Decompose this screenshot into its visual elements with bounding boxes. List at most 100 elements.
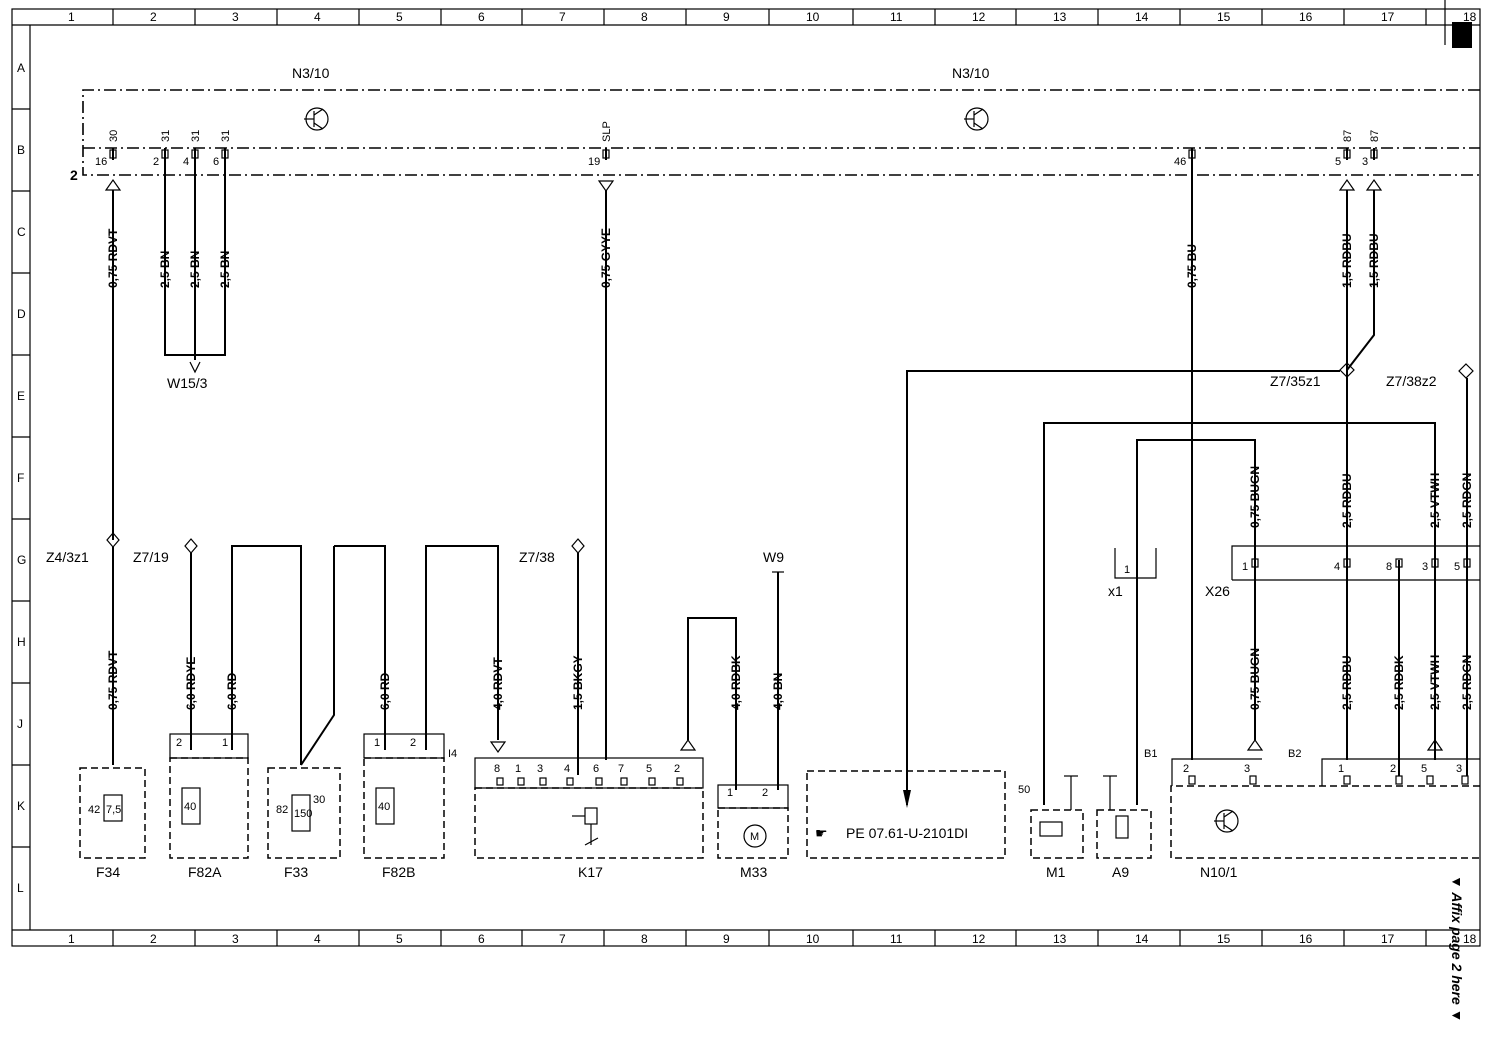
splice-label-w15-3: W15/3 [167, 375, 208, 391]
n10-1-pin: 3 [1456, 763, 1462, 775]
wire-label: 2,5 BN [218, 251, 232, 288]
grid-column-label: 5 [396, 932, 403, 946]
grid-row-label: F [17, 471, 24, 485]
k17-pin-socket [566, 777, 574, 786]
grid-row-label: B [17, 143, 25, 157]
splice-diamond-icon [1339, 362, 1355, 378]
bus-pin-number: 6 [213, 156, 219, 168]
bus-pin-number: 5 [1335, 156, 1341, 168]
pe-reference: PE 07.61-U-2101DI [846, 825, 968, 841]
grid-row-label: E [17, 389, 25, 403]
f82b-rating: 40 [378, 801, 390, 813]
grid-column-label: 5 [396, 10, 403, 24]
f82b-pin: 1 [374, 737, 380, 749]
grid-row-label: A [17, 61, 25, 75]
splice-diamond-icon [1458, 363, 1474, 379]
grid-column-label: 4 [314, 10, 321, 24]
f82b-tag: I4 [448, 748, 457, 760]
wire-label: 0,75 BU [1185, 244, 1199, 288]
f82a-label: F82A [188, 864, 222, 880]
k17-pin-socket [595, 777, 603, 786]
f34-terminal: 42 [88, 804, 100, 816]
k17-pin: 5 [646, 763, 652, 775]
x26-pin [1463, 558, 1471, 568]
k17-pin: 4 [564, 763, 570, 775]
splice-diamond-icon [571, 538, 585, 554]
bus-marker: 2 [70, 167, 78, 183]
bus-pin-number: 2 [153, 156, 159, 168]
relay-icon [572, 807, 599, 846]
bus-pin-number: 19 [588, 156, 600, 168]
wire-label: 1,5 RDBU [1340, 233, 1354, 288]
grid-column-label: 18 [1463, 10, 1477, 24]
grid-row-label: C [17, 225, 26, 239]
splice-label-w9: W9 [763, 549, 784, 565]
grid-labels: 1122334455667788991010111112121313141415… [17, 10, 1477, 946]
bus-pin-label: 30 [108, 130, 120, 142]
x26-label: X26 [1205, 583, 1230, 599]
grid-column-label: 7 [559, 932, 566, 946]
f33-terminal: 82 [276, 804, 288, 816]
bus-pin-label: 31 [160, 130, 172, 142]
module-label-right: N3/10 [952, 65, 990, 81]
bus-arrows [104, 178, 1383, 193]
grid-frame [11, 0, 1481, 947]
x26-pin-number: 4 [1334, 561, 1340, 573]
grid-column-label: 10 [806, 10, 820, 24]
k17-pin-socket [648, 777, 656, 786]
grid-column-label: 12 [972, 932, 986, 946]
grid-column-label: 6 [478, 932, 485, 946]
grid-row-label: K [17, 799, 25, 813]
splices: W15/3 Z4/3z1 Z7/19 Z7/38 Z7/35z1 Z7/38z2… [46, 362, 1474, 565]
n10-1-pin-socket [1395, 775, 1403, 785]
k17-pin: 3 [537, 763, 543, 775]
svg-text:M: M [750, 831, 759, 843]
grid-column-label: 8 [641, 10, 648, 24]
k17-pin: 6 [593, 763, 599, 775]
grid-column-label: 10 [806, 932, 820, 946]
k17-pin-socket [517, 777, 525, 786]
affix-note: ▼ Affix page 2 here ▼ [1449, 875, 1465, 1023]
k17-pin: 7 [618, 763, 624, 775]
a9-label: A9 [1112, 864, 1129, 880]
grid-column-label: 1 [68, 10, 75, 24]
grid-column-label: 3 [232, 10, 239, 24]
k17-pin-socket [620, 777, 628, 786]
bus-pin-label: 87 [1342, 130, 1354, 142]
grid-row-label: J [17, 717, 23, 731]
splice-label-z7-38: Z7/38 [519, 549, 555, 565]
f82a-rating: 40 [184, 801, 196, 813]
transistor-icon [1214, 809, 1239, 833]
n10-1-pin-socket [1249, 775, 1257, 785]
wire-label: 2,5 BN [188, 251, 202, 288]
n10-1-pin: 3 [1244, 763, 1250, 775]
grid-column-label: 14 [1135, 10, 1149, 24]
n10-1-pin-socket [1461, 775, 1469, 785]
grid-column-label: 9 [723, 10, 730, 24]
x26-pin [1251, 558, 1259, 568]
grid-row-label: L [17, 881, 24, 895]
x26-pin-number: 3 [1422, 561, 1428, 573]
n10-1-pin: 2 [1183, 763, 1189, 775]
m1-pin: 50 [1018, 784, 1030, 796]
grid-column-label: 1 [68, 932, 75, 946]
f34-label: F34 [96, 864, 120, 880]
motor-icon [743, 824, 767, 848]
grid-column-label: 6 [478, 10, 485, 24]
grid-column-label: 11 [890, 10, 903, 24]
n10-1-pin-socket [1343, 775, 1351, 785]
grid-column-label: 18 [1463, 932, 1477, 946]
x1-label: x1 [1108, 583, 1123, 599]
wire-label: 0,75 RDVT [106, 228, 120, 288]
grid-column-label: 8 [641, 932, 648, 946]
module-label-left: N3/10 [292, 65, 330, 81]
f34-rating: 7,5 [106, 804, 121, 816]
grid-column-label: 12 [972, 10, 986, 24]
m33-label: M33 [740, 864, 767, 880]
splice-label-z7-35z1: Z7/35z1 [1270, 373, 1321, 389]
k17-pin: 1 [515, 763, 521, 775]
k17-label: K17 [578, 864, 603, 880]
